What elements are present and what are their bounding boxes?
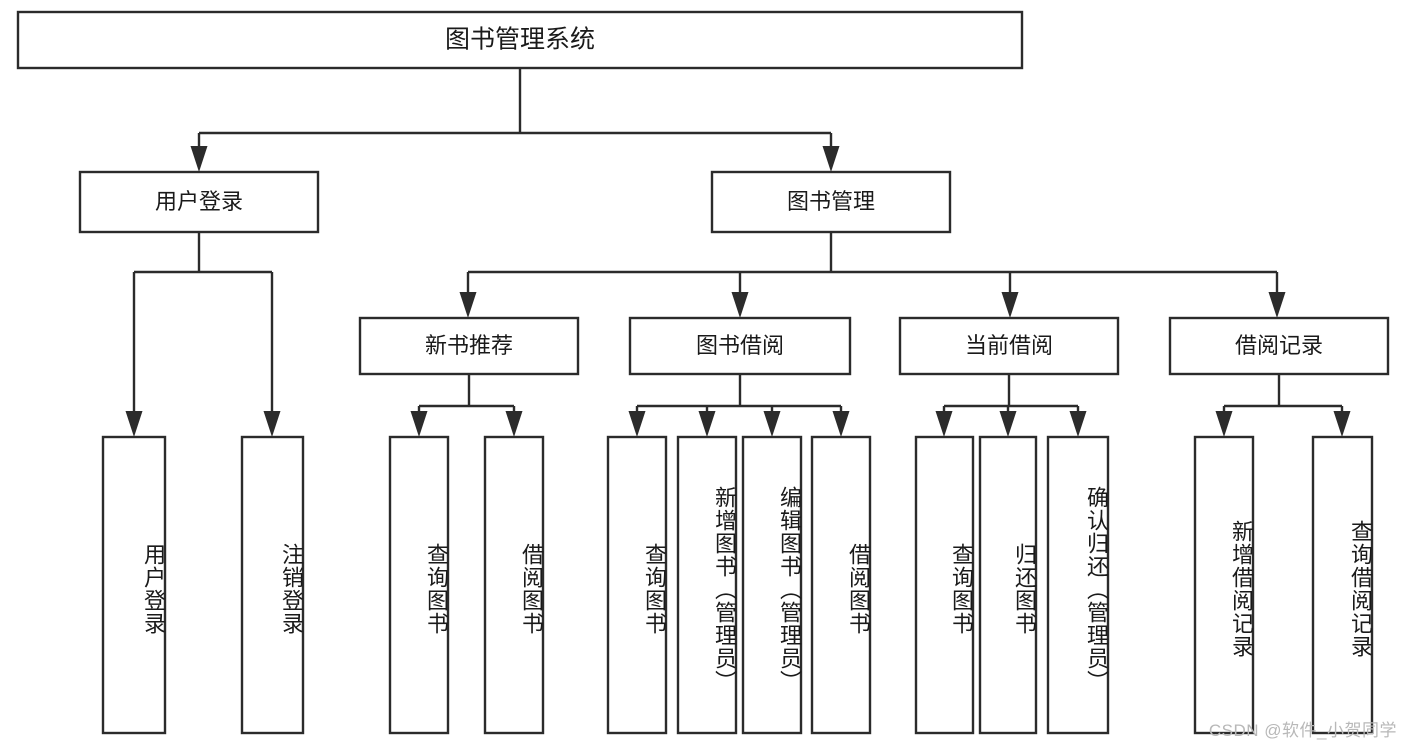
arrow-head-icon	[832, 411, 850, 437]
leaf-node-box-5[interactable]	[676, 435, 738, 735]
leaf-node-box-7[interactable]	[810, 435, 872, 735]
level2-node-label-3: 借阅记录	[1235, 333, 1323, 358]
arrow-head-icon	[263, 411, 281, 437]
leaf-node-box-2[interactable]	[388, 435, 450, 735]
level2-node-box-1[interactable]	[628, 316, 852, 376]
level2-node-label-2: 当前借阅	[965, 333, 1053, 358]
arrow-head-icon	[1333, 411, 1351, 437]
boxes-layer	[16, 10, 1390, 735]
level1-node-label-0: 用户登录	[155, 189, 243, 214]
arrow-head-icon	[1215, 411, 1233, 437]
arrow-head-icon	[410, 411, 428, 437]
arrow-head-icon	[698, 411, 716, 437]
level1-node-box-0[interactable]	[78, 170, 320, 234]
level2-node-label-0: 新书推荐	[425, 333, 513, 358]
arrow-head-icon	[1268, 292, 1286, 318]
arrow-head-icon	[1069, 411, 1087, 437]
arrow-head-icon	[731, 292, 749, 318]
root-node-box[interactable]	[16, 10, 1024, 70]
level2-node-box-2[interactable]	[898, 316, 1120, 376]
watermark: CSDN @软件_小贺同学	[1208, 721, 1397, 740]
level1-node-box-1[interactable]	[710, 170, 952, 234]
leaf-node-box-1[interactable]	[240, 435, 305, 735]
arrow-head-icon	[190, 146, 208, 172]
leaf-node-box-6[interactable]	[741, 435, 803, 735]
arrow-head-icon	[822, 146, 840, 172]
leaf-node-box-9[interactable]	[978, 435, 1038, 735]
arrow-head-icon	[125, 411, 143, 437]
arrow-head-icon	[999, 411, 1017, 437]
connectors-layer	[125, 68, 1351, 437]
arrow-head-icon	[628, 411, 646, 437]
arrow-head-icon	[1001, 292, 1019, 318]
arrow-head-icon	[935, 411, 953, 437]
leaf-node-box-10[interactable]	[1046, 435, 1110, 735]
leaf-node-box-8[interactable]	[914, 435, 975, 735]
leaf-node-box-4[interactable]	[606, 435, 668, 735]
level1-node-label-1: 图书管理	[787, 189, 875, 214]
leaf-node-box-0[interactable]	[101, 435, 167, 735]
leaf-node-box-3[interactable]	[483, 435, 545, 735]
arrow-head-icon	[505, 411, 523, 437]
arrow-head-icon	[459, 292, 477, 318]
leaf-node-box-12[interactable]	[1311, 435, 1374, 735]
level2-node-box-0[interactable]	[358, 316, 580, 376]
leaf-node-box-11[interactable]	[1193, 435, 1255, 735]
level2-node-label-1: 图书借阅	[696, 333, 784, 358]
arrow-head-icon	[763, 411, 781, 437]
root-node-label: 图书管理系统	[445, 26, 595, 54]
level2-node-box-3[interactable]	[1168, 316, 1390, 376]
